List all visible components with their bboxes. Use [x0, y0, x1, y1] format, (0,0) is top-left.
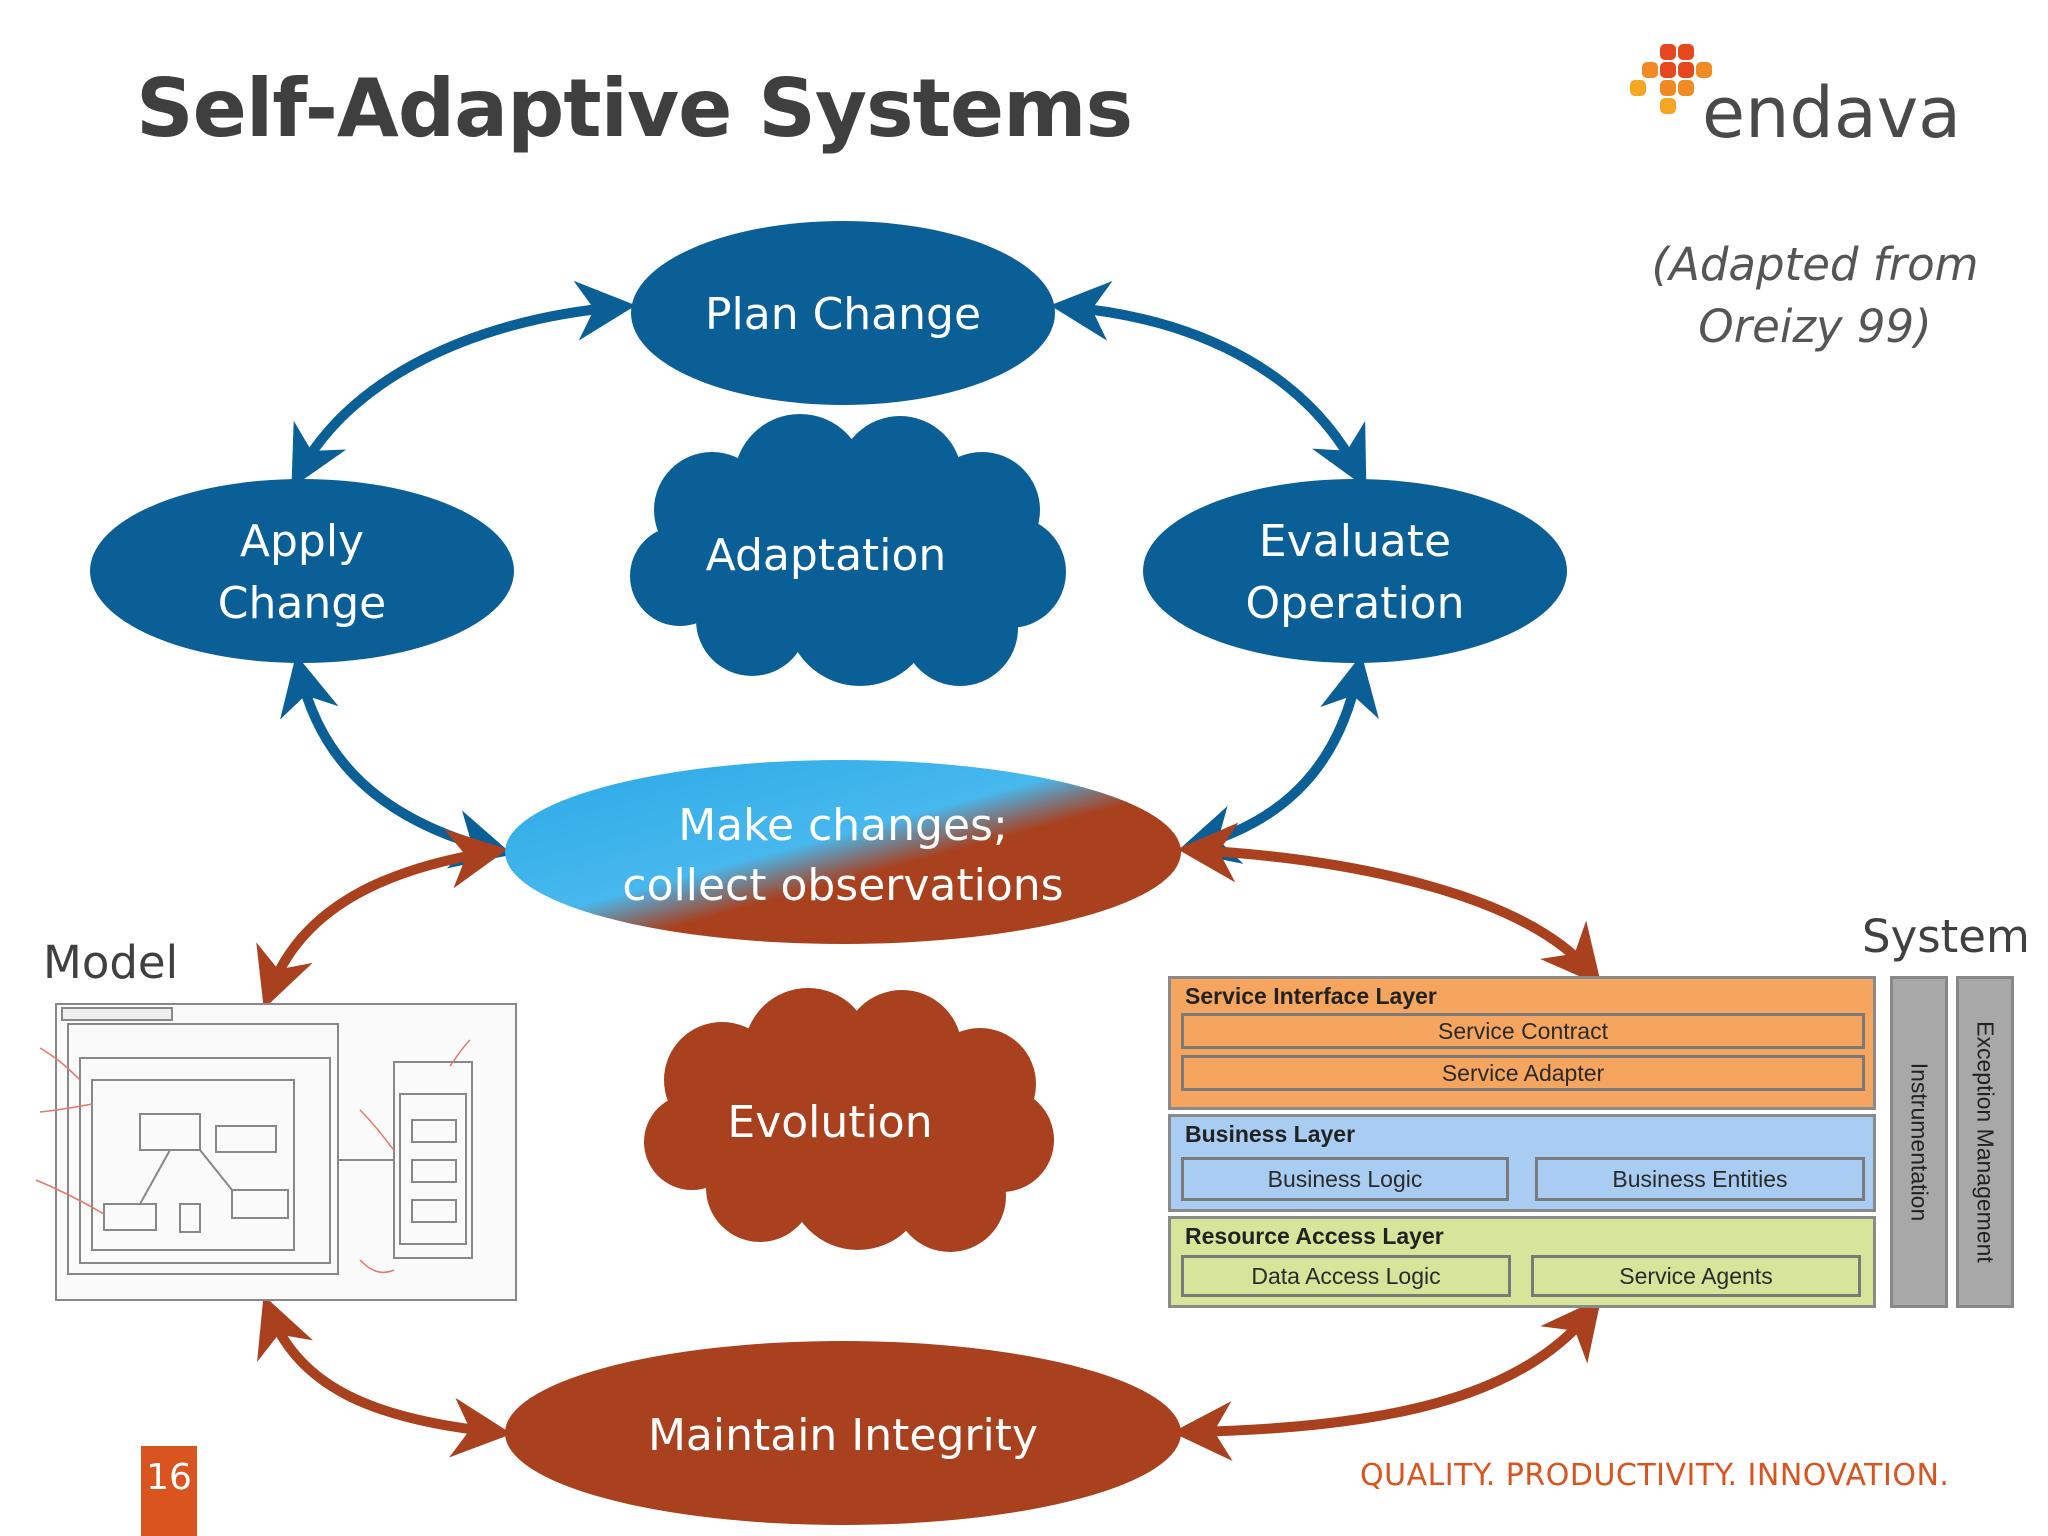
citation: (Adapted from Oreizy 99) — [1650, 234, 1980, 358]
business-entities-box: Business Entities — [1535, 1157, 1865, 1201]
page-number: 16 — [141, 1446, 197, 1536]
evolution-label: Evolution — [727, 1097, 932, 1148]
make-changes-label-line1: Make changes; — [678, 800, 1008, 851]
data-access-logic-box: Data Access Logic — [1181, 1255, 1511, 1297]
plan-change-label: Plan Change — [705, 289, 981, 340]
business-layer: Business Layer Business Logic Business E… — [1168, 1114, 1876, 1212]
service-interface-layer-title: Service Interface Layer — [1185, 983, 1437, 1009]
instrumentation-label: Instrumentation — [1906, 1062, 1933, 1222]
arrow-evaluate-make — [1177, 654, 1379, 864]
evaluate-label-line2: Operation — [1246, 578, 1465, 629]
evaluate-operation-ellipse — [1143, 479, 1567, 663]
adaptation-cloud — [630, 414, 1066, 686]
arrow-apply-make — [280, 654, 513, 869]
maintain-integrity-label: Maintain Integrity — [648, 1410, 1038, 1461]
citation-line-1: (Adapted from — [1651, 238, 1979, 291]
exception-management-label: Exception Management — [1972, 1021, 1999, 1263]
evolution-cloud — [644, 988, 1054, 1252]
slide-title: Self-Adaptive Systems — [136, 62, 1133, 155]
evaluate-label-line1: Evaluate — [1259, 516, 1451, 567]
arrow-system-maintain — [1172, 1297, 1602, 1462]
citation-line-2: Oreizy 99) — [1698, 300, 1932, 353]
service-contract-box: Service Contract — [1181, 1013, 1865, 1049]
adaptation-label: Adaptation — [706, 530, 947, 581]
service-interface-layer: Service Interface Layer Service Contract… — [1168, 976, 1876, 1110]
instrumentation-bar: Instrumentation — [1890, 976, 1948, 1308]
tagline: QUALITY. PRODUCTIVITY. INNOVATION. — [1360, 1458, 1950, 1493]
system-label: System — [1862, 910, 2030, 963]
model-label: Model — [43, 936, 179, 989]
exception-management-bar: Exception Management — [1956, 976, 2014, 1308]
make-changes-ellipse — [505, 760, 1181, 944]
arrow-make-system — [1177, 822, 1602, 986]
model-thumbnail-annotations — [35, 1039, 471, 1274]
make-changes-label-line2: collect observations — [622, 860, 1063, 911]
arrow-plan-apply — [291, 280, 636, 488]
arrow-plan-evaluate — [1050, 280, 1367, 488]
service-adapter-box: Service Adapter — [1181, 1055, 1865, 1091]
service-agents-box: Service Agents — [1531, 1255, 1861, 1297]
arrow-model-maintain — [257, 1295, 512, 1458]
model-thumbnail — [55, 1003, 517, 1301]
business-logic-box: Business Logic — [1181, 1157, 1509, 1201]
endava-logo-icon — [1630, 44, 1712, 114]
logo-text: endava — [1702, 72, 1962, 154]
business-layer-title: Business Layer — [1185, 1121, 1356, 1147]
resource-access-layer-title: Resource Access Layer — [1185, 1223, 1444, 1249]
apply-change-label-line1: Apply — [240, 516, 364, 567]
apply-change-label-line2: Change — [218, 578, 386, 629]
plan-change-ellipse — [631, 221, 1055, 405]
maintain-integrity-ellipse — [505, 1341, 1181, 1525]
arrow-make-model — [256, 829, 508, 1009]
resource-access-layer: Resource Access Layer Data Access Logic … — [1168, 1216, 1876, 1308]
apply-change-ellipse — [90, 479, 514, 663]
system-architecture: Service Interface Layer Service Contract… — [1168, 976, 2018, 1308]
